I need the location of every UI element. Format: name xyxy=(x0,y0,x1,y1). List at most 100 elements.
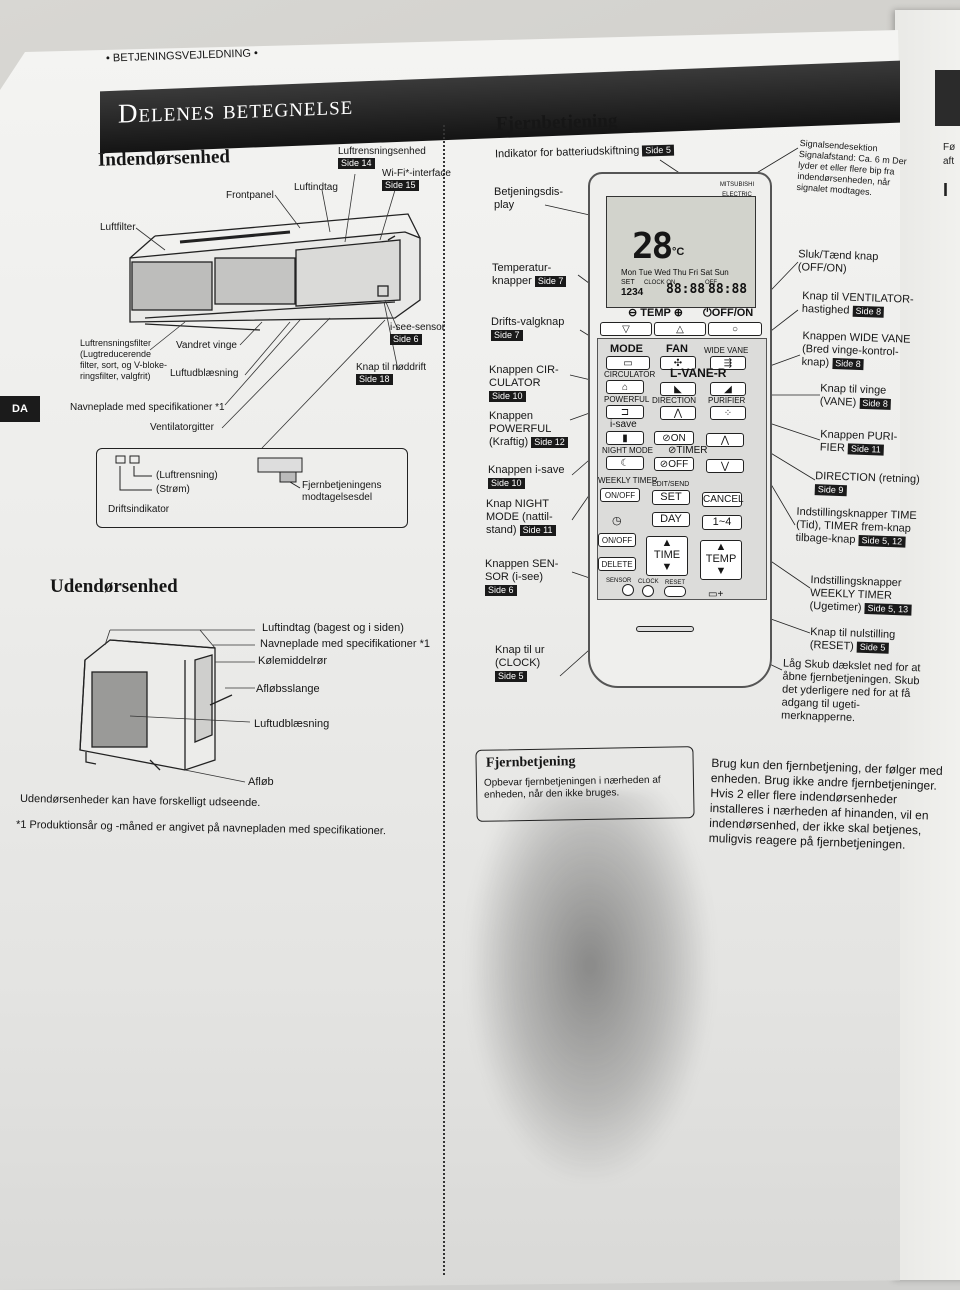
remote-brand: MITSUBISHI ELECTRIC xyxy=(719,182,755,198)
rlabel-clock: Knap til ur (CLOCK)Side 5 xyxy=(495,644,545,682)
circulator-label: CIRCULATOR xyxy=(604,370,656,379)
clock-label: CLOCK xyxy=(638,579,659,585)
purifier-button[interactable]: ⁘ xyxy=(710,406,746,420)
page-ref-side10b: Side 10 xyxy=(488,477,525,489)
rlabel-reset: Knap til nulstilling (RESET) Side 5 xyxy=(809,626,896,654)
edit-send-label: EDIT/SEND xyxy=(652,481,690,488)
rlabel-display: Betjeningsdis-play xyxy=(494,186,564,211)
clock-icon: ◷ xyxy=(612,515,622,527)
lcd-clock: 88:88 xyxy=(666,282,706,297)
lcd-days: Mon Tue Wed Thu Fri Sat Sun xyxy=(621,268,729,277)
remote-lcd xyxy=(606,196,756,308)
timer-up-button[interactable]: ⋀ xyxy=(706,433,744,447)
isave-label: i-save xyxy=(610,419,637,430)
weekly-onoff-button[interactable]: ON/OFF xyxy=(600,488,640,502)
lcd-set: SET xyxy=(621,279,635,286)
battery-icon: ▭+ xyxy=(708,589,724,600)
label-ventilatorgitter: Ventilatorgitter xyxy=(150,422,214,433)
sensor-label: SENSOR xyxy=(606,578,632,584)
range-button[interactable]: 1~4 xyxy=(702,515,742,530)
rlabel-offon: Sluk/Tænd knap (OFF/ON) xyxy=(797,248,879,275)
page-ref-side5: Side 5 xyxy=(642,144,675,157)
label-luftindtag: Luftindtag xyxy=(294,182,338,193)
label-vandret-vinge: Vandret vinge xyxy=(176,340,237,351)
weekly-timer-label: WEEKLY TIMER xyxy=(598,476,658,485)
offon-label-text: OFF/ON xyxy=(711,307,754,319)
time-button[interactable]: ▲TIME▼ xyxy=(646,536,688,576)
label-out-luftindtag: Luftindtag (bagest og i siden) xyxy=(262,622,404,634)
mode-button[interactable]: ▭ xyxy=(606,356,650,370)
cancel-button[interactable]: CANCEL xyxy=(702,492,744,507)
page-ref-side6: Side 6 xyxy=(390,334,422,345)
sensor-button[interactable] xyxy=(622,584,634,596)
label-luftrensningsfilter: Luftrensningsfilter (Lugtreducerende fil… xyxy=(80,338,168,381)
label-out-aflob: Afløb xyxy=(248,776,274,788)
fan-button[interactable]: ✣ xyxy=(660,356,696,370)
lvaner-label: L-VANE-R xyxy=(670,366,727,380)
page-ref-side11b: Side 11 xyxy=(847,443,884,456)
reset-button[interactable] xyxy=(664,586,686,597)
indicator-caption: Driftsindikator xyxy=(108,504,170,515)
circulator-button[interactable]: ⌂ xyxy=(606,380,644,394)
purifier-label: PURIFIER xyxy=(708,396,746,405)
next-page-text-b: aft xyxy=(943,156,955,167)
page-ref-side10a: Side 10 xyxy=(489,390,526,402)
rlabel-sensor: Knappen SEN-SOR (i-see)Side 6 xyxy=(485,558,559,596)
night-mode-button[interactable]: ☾ xyxy=(606,456,644,470)
rlabel-wide-vane: Knappen WIDE VANE (Bred vinge-kontrol-kn… xyxy=(801,329,911,370)
timer-on-button[interactable]: ⊘ON xyxy=(654,431,694,445)
delete-button[interactable]: DELETE xyxy=(598,557,636,571)
lcd-clockon: CLOCK ON xyxy=(644,280,676,286)
day-button[interactable]: DAY xyxy=(652,512,690,527)
powerful-button[interactable]: ⊐ xyxy=(606,405,644,419)
timer-off-button[interactable]: ⊘OFF xyxy=(654,457,694,471)
lvane-left-button[interactable]: ◣ xyxy=(660,382,696,396)
timer-down-button[interactable]: ⋁ xyxy=(706,459,744,473)
temp-up-button[interactable]: △ xyxy=(654,322,706,336)
outdoor-unit-drawing xyxy=(79,639,233,771)
page-ref-side9: Side 9 xyxy=(814,483,847,496)
indoor-leader-lines xyxy=(135,173,399,449)
hand-shadow xyxy=(470,790,710,1180)
page-ref-side14: Side 14 xyxy=(338,158,375,169)
time-button-text: TIME xyxy=(653,549,681,561)
label-out-kolemiddelror: Kølemiddelrør xyxy=(258,655,328,667)
timer-label-text: TIMER xyxy=(676,445,708,456)
outdoor-leader-lines xyxy=(104,629,255,783)
lvane-right-button[interactable]: ◢ xyxy=(710,382,746,396)
rlabel-signal: Signalsendesektion Signalafstand: Ca. 6 … xyxy=(796,137,908,198)
lcd-unit: °C xyxy=(672,246,685,258)
set-button[interactable]: SET xyxy=(652,490,690,505)
rlabel-fan: Knap til VENTILATOR-hastighed Side 8 xyxy=(801,289,914,318)
wide-vane-button[interactable]: ⇶ xyxy=(710,356,746,370)
temp-down-button[interactable]: ▽ xyxy=(600,322,652,336)
wide-vane-label: WIDE VANE xyxy=(704,346,749,355)
temp-set-button[interactable]: ▲TEMP▼ xyxy=(700,540,742,580)
indicator-receiver: Fjernbetjeningens modtagelsesdel xyxy=(302,480,382,503)
temp-set-button-text: TEMP xyxy=(705,553,737,565)
lid-grip[interactable] xyxy=(636,626,694,632)
indicator-box xyxy=(96,448,408,528)
direction-button[interactable]: ⋀ xyxy=(660,406,696,420)
page-ref-side5-13: Side 5, 13 xyxy=(864,602,912,616)
label-navneplade: Navneplade med specifikationer *1 xyxy=(70,402,225,413)
onoff-button[interactable]: ON/OFF xyxy=(598,533,636,547)
reset-label: RESET xyxy=(665,580,686,586)
rlabel-weekly: Indstillingsknapper WEEKLY TIMER (Ugetim… xyxy=(809,574,922,617)
page-ref-side8c: Side 8 xyxy=(859,397,892,410)
page-ref-side8a: Side 8 xyxy=(852,305,885,318)
rlabel-time: Indstillingsknapper TIME (Tid), TIMER fr… xyxy=(795,505,917,548)
page-ref-side7b: Side 7 xyxy=(491,329,523,341)
temp-label-top: ⊖ TEMP ⊕ xyxy=(628,307,683,319)
off-on-button[interactable]: ○ xyxy=(708,322,762,336)
clock-button[interactable] xyxy=(642,585,654,597)
isave-button[interactable]: ▮ xyxy=(606,431,644,445)
page-ref-side12: Side 12 xyxy=(531,436,568,448)
label-frontpanel: Frontpanel xyxy=(226,190,274,201)
indicator-drawing xyxy=(115,455,303,491)
